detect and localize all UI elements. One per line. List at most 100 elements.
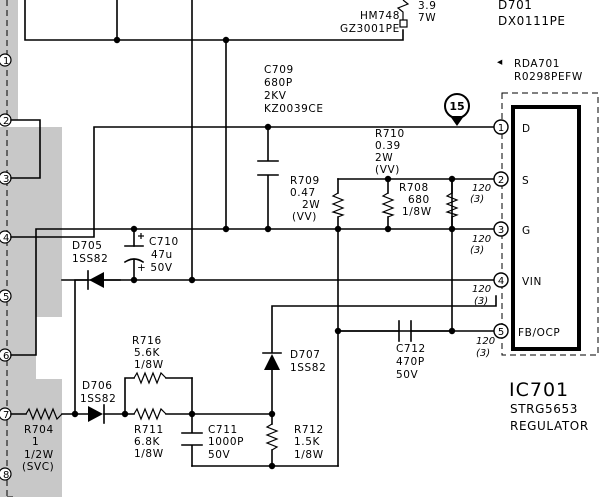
connector-pin-label: 7 — [3, 410, 9, 421]
ic-pin-name: FB/OCP — [518, 327, 560, 339]
ic701-body — [511, 105, 581, 351]
c712-capacitor-symbol — [398, 320, 412, 342]
r709-value: 0.47 — [290, 187, 316, 199]
c711-value: 1000P — [208, 436, 244, 448]
c710-voltage: + 50V — [137, 262, 173, 274]
ic-pin-note: (3) — [476, 348, 490, 359]
rda701-marker: ◂ — [497, 56, 503, 68]
rda701-label: RDA701 — [514, 58, 560, 70]
r712-ref: R712 — [294, 424, 324, 436]
r710-note: (VV) — [375, 164, 400, 176]
connector-pin-label: 8 — [3, 470, 9, 481]
ic701-ref: IC701 — [509, 379, 569, 401]
junction-dots — [71, 36, 456, 470]
wires — [10, 0, 497, 467]
c712-ref: C712 — [396, 343, 426, 355]
r708-value: 680 — [408, 194, 430, 206]
d701-part: DX0111PE — [498, 14, 566, 28]
connector-pin-label: 6 — [3, 351, 9, 362]
d706-part: 1SS82 — [80, 393, 116, 405]
d707-part: 1SS82 — [290, 362, 326, 374]
shaded-board-region — [0, 317, 36, 379]
ic-pin-number: 4 — [498, 276, 504, 287]
ic-pin-name: S — [522, 175, 529, 187]
r716-ref: R716 — [132, 335, 162, 347]
r711-ref: R711 — [134, 424, 164, 436]
r712-watt: 1/8W — [294, 449, 324, 461]
r711-watt: 1/8W — [134, 448, 164, 460]
ic-pin-note: (3) — [470, 245, 484, 256]
c711-voltage: 50V — [208, 449, 231, 461]
ic-pin-note: (3) — [474, 296, 488, 307]
top-resistor-value: 3.9 — [418, 0, 437, 12]
r704-value: 1 — [32, 436, 39, 448]
c710-ref: C710 — [149, 236, 179, 248]
r708-resistor-symbol — [381, 192, 395, 218]
rda701-part: R0298PEFW — [514, 71, 583, 83]
r709-watt: 2W — [302, 199, 320, 211]
shaded-board-region — [0, 127, 62, 317]
r704-watt: 1/2W — [24, 449, 54, 461]
connector-pin-label: 2 — [3, 116, 9, 127]
ic-pin-note: (3) — [470, 194, 484, 205]
r709-resistor-symbol — [331, 192, 345, 218]
r710-watt: 2W — [375, 152, 393, 164]
ic-pin-note: 120 — [472, 234, 491, 245]
r711-value: 6.8K — [134, 436, 160, 448]
hm748-label: HM748 — [360, 10, 400, 22]
connector-pin-label: 5 — [3, 292, 9, 303]
r704-ref: R704 — [24, 424, 54, 436]
r711-resistor-symbol — [133, 407, 167, 421]
d706-diode-symbol — [88, 404, 105, 424]
r708-ref: R708 — [399, 182, 429, 194]
c709-capacitor-symbol — [257, 160, 279, 176]
c709-part: KZ0039CE — [264, 103, 324, 115]
ic701-pin-markers — [493, 119, 509, 339]
c712-voltage: 50V — [396, 369, 419, 381]
connector-pin-label: 3 — [3, 174, 9, 185]
r710-resistor-symbol — [445, 192, 459, 218]
c712-value: 470P — [396, 356, 425, 368]
d705-ref: D705 — [72, 240, 103, 252]
ic-pin-note: 120 — [476, 336, 495, 347]
r716-watt: 1/8W — [134, 359, 164, 371]
ic-pin-number: 5 — [498, 327, 504, 338]
hm748-part: GZ3001PE — [340, 23, 400, 35]
r712-value: 1.5K — [294, 436, 320, 448]
r712-resistor-symbol — [265, 423, 279, 451]
c709-voltage: 2KV — [264, 90, 287, 102]
ic-pin-number: 3 — [498, 225, 504, 236]
ic-pin-note: 120 — [472, 183, 491, 194]
connector-pin-label: 4 — [3, 233, 9, 244]
ic-pin-number: 2 — [498, 175, 504, 186]
test-point-number: 15 — [449, 100, 464, 113]
ic701-part: STRG5653 — [510, 402, 578, 416]
d701-label: D701 — [498, 0, 533, 12]
r716-value: 5.6K — [134, 347, 160, 359]
r709-ref: R709 — [290, 175, 320, 187]
r716-resistor-symbol — [133, 371, 167, 385]
d707-diode-symbol — [262, 352, 282, 370]
ic-pin-name: D — [522, 123, 531, 135]
connector-pin-label: 1 — [3, 56, 9, 67]
c709-value: 680P — [264, 77, 293, 89]
d705-diode-symbol — [87, 270, 121, 290]
c711-capacitor-symbol — [181, 432, 203, 446]
c711-ref: C711 — [208, 424, 238, 436]
c710-capacitor-symbol — [123, 233, 145, 264]
ic-pin-name: VIN — [522, 276, 542, 288]
r710-value: 0.39 — [375, 140, 401, 152]
c709-ref: C709 — [264, 64, 294, 76]
r704-resistor-symbol — [25, 407, 63, 421]
ic-pin-name: G — [522, 225, 531, 237]
top-resistor-watt: 7W — [418, 12, 436, 24]
d707-ref: D707 — [290, 349, 321, 361]
r710-ref: R710 — [375, 128, 405, 140]
ic701-desc: REGULATOR — [510, 419, 589, 433]
ic-pin-number: 1 — [498, 123, 504, 134]
r709-note: (VV) — [292, 211, 317, 223]
ic-pin-note: 120 — [472, 284, 491, 295]
ic701-pin-labels: 1 2 3 4 5 D S G VIN FB/OCP 120 (3) 120 (… — [470, 123, 560, 359]
c710-value: 47u — [151, 249, 173, 261]
